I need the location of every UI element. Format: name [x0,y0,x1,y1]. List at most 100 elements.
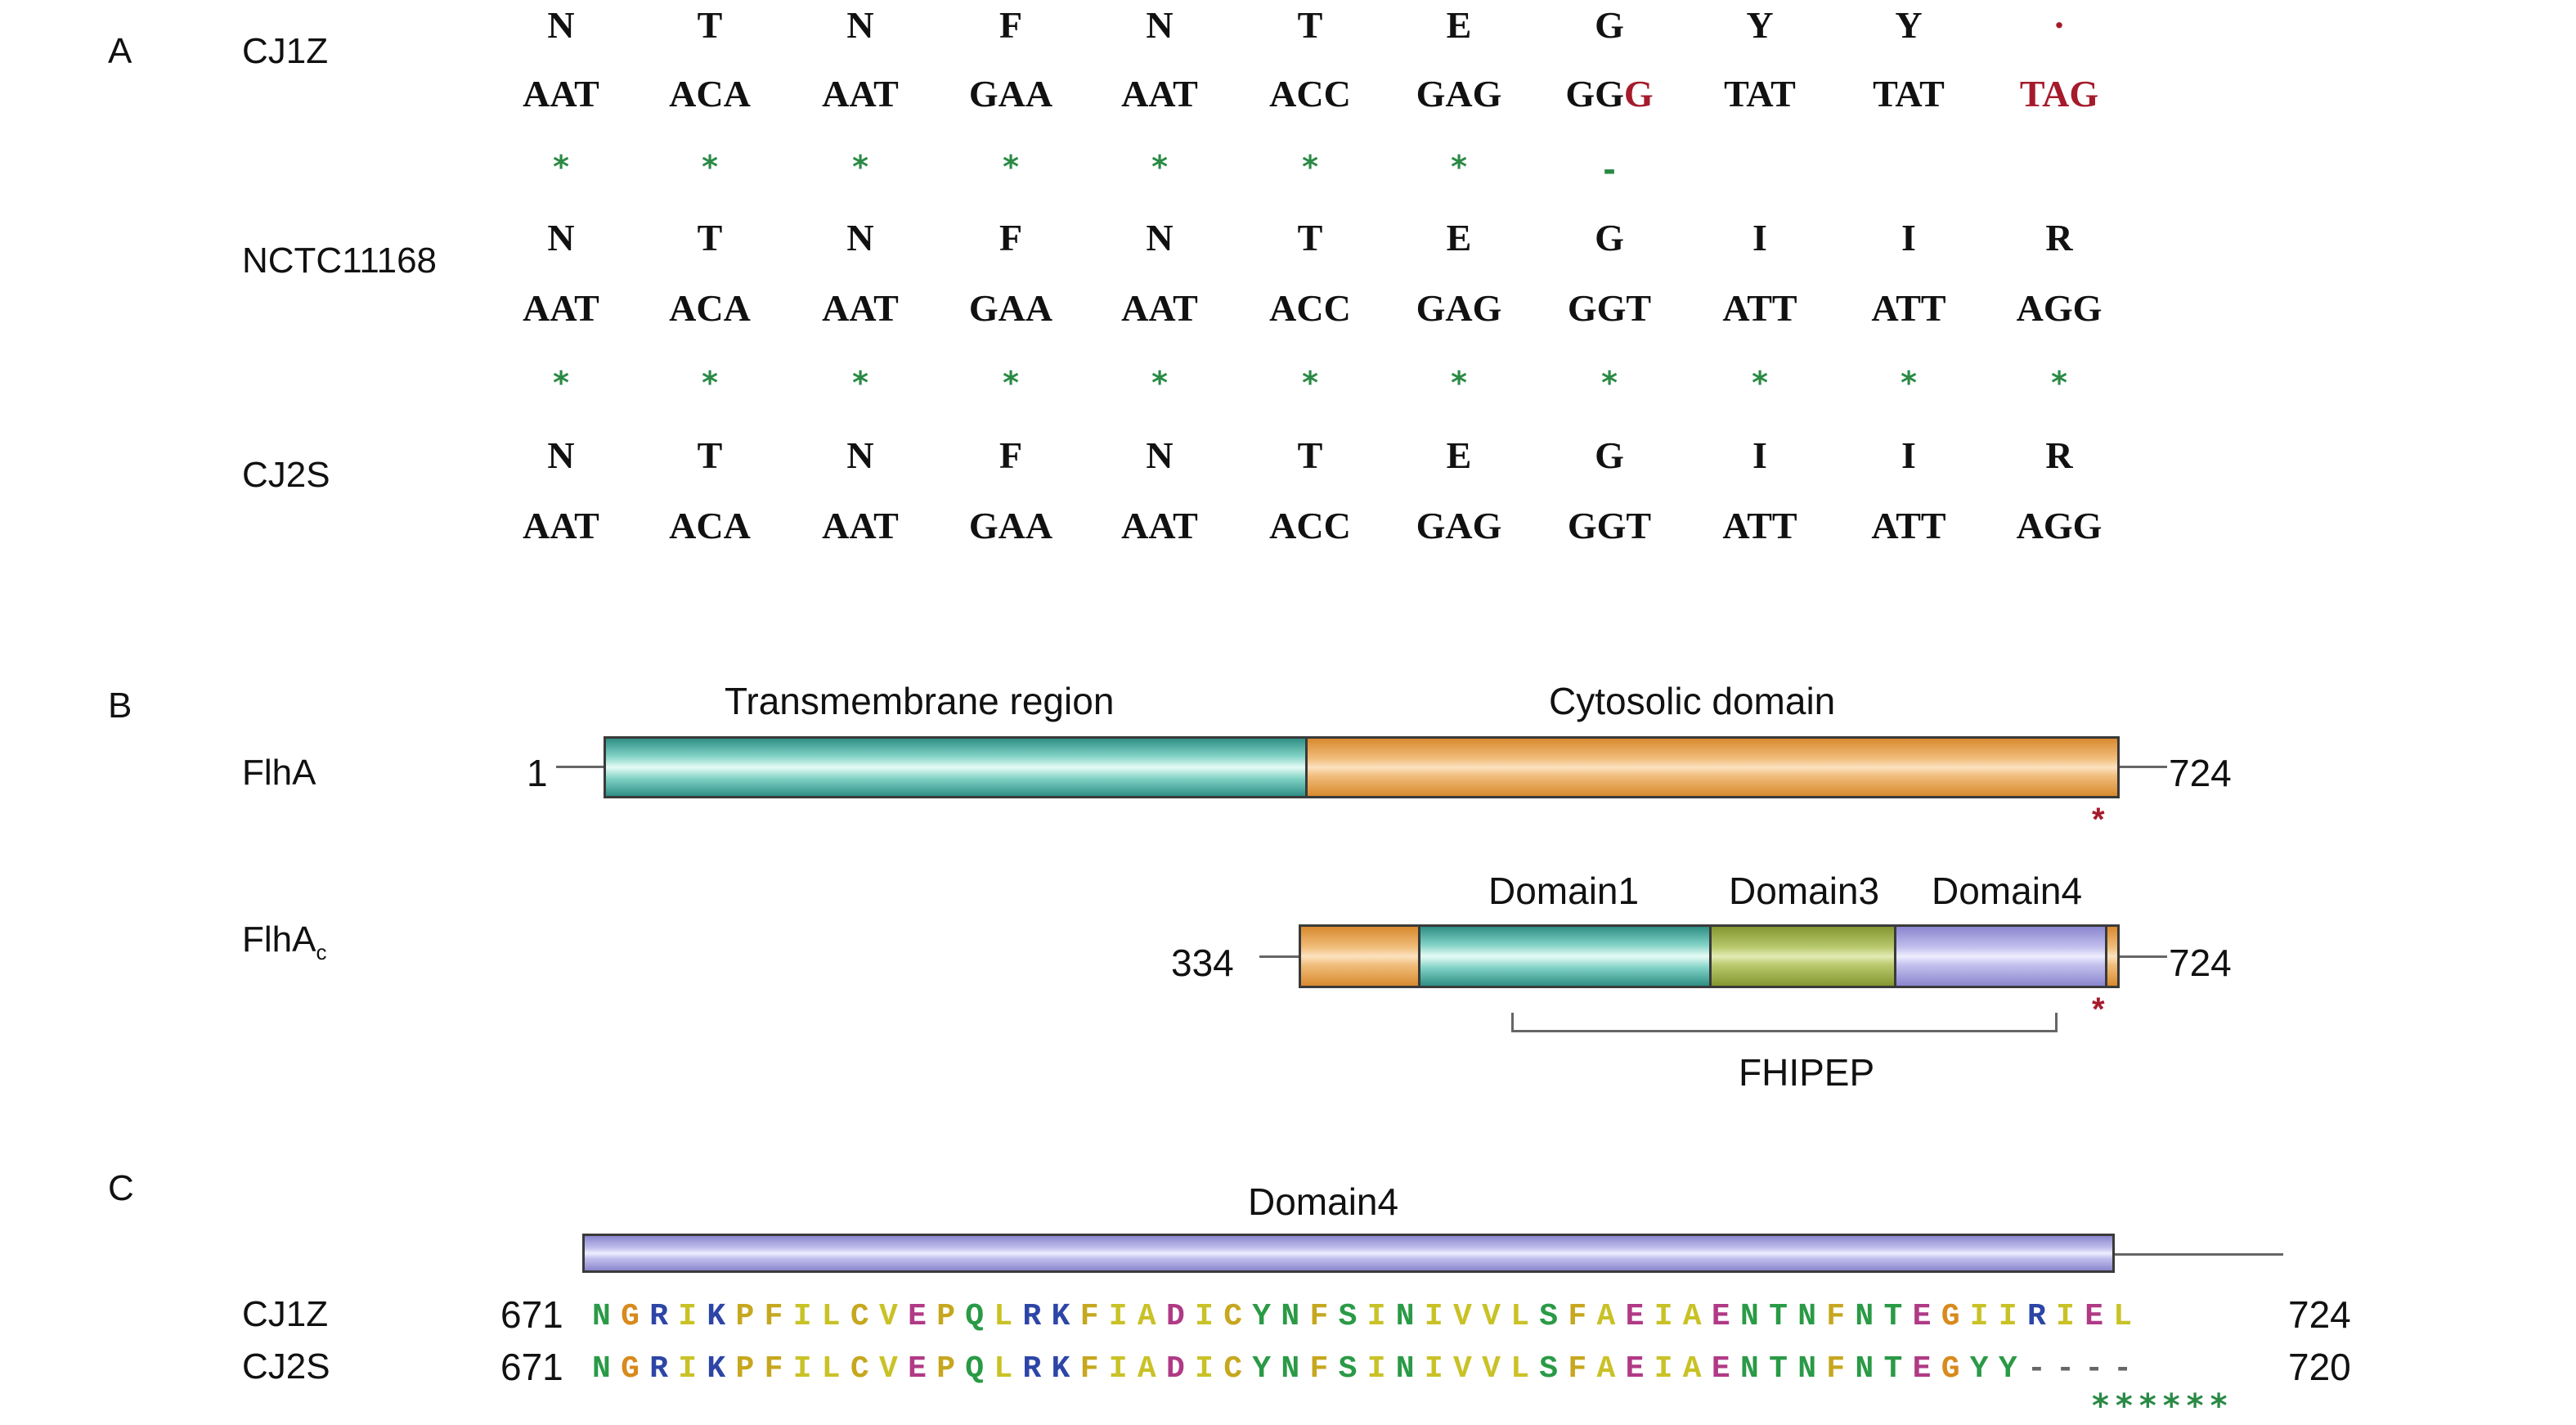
flhac-right-tail [2120,955,2167,958]
residue: V [1453,1351,1472,1387]
codon: GGT [1544,286,1675,330]
residue: K [1051,1351,1070,1387]
strain-label-cj1z: CJ1Z [242,31,329,71]
codon-base: ATT [1871,505,1946,546]
codon-base: AAT [1121,505,1198,546]
fhipep-bracket [1511,1013,2058,1032]
residue: Y [1252,1299,1272,1334]
residue: V [1482,1299,1501,1334]
codon: ATT [1843,286,1974,330]
residue: N [1281,1351,1300,1387]
amino-acid: E [1446,434,1472,476]
residue: I [1998,1299,2017,1334]
match-mark: * [553,149,569,185]
codon-base: AGG [2016,287,2103,329]
residue: F [1079,1299,1099,1334]
residue: I [1424,1351,1443,1387]
residue: P [936,1299,955,1334]
codon: GGG [1544,72,1675,115]
match-mark: * [1451,149,1467,185]
residue: N [1855,1351,1874,1387]
fhipep-label: FHIPEP [1739,1051,1875,1094]
residue: N [1395,1351,1415,1387]
residue: N [1740,1351,1759,1387]
codon: AAT [496,286,626,330]
residue: I [1108,1351,1128,1387]
panel-b-label: B [108,686,132,726]
flhac-cytosolic-segment [1299,924,1421,988]
residue: F [1079,1351,1099,1387]
residue: Y [1969,1351,1989,1387]
residue: F [1826,1351,1846,1387]
amino-acid: R [2045,217,2073,258]
residue: K [707,1351,726,1387]
residue: A [1596,1299,1616,1334]
residue: G [621,1299,640,1334]
residue: V [1453,1299,1472,1334]
codon-base: ACC [1269,287,1351,329]
flhac-start: 334 [1171,942,1234,984]
codon: ACA [644,72,775,115]
codon: GAG [1393,504,1524,547]
residue: G [1941,1299,1960,1334]
codon-base: GAG [1416,73,1502,115]
codon: GAG [1393,72,1524,115]
codon-base: GAG [1416,287,1502,329]
residue: I [1367,1299,1386,1334]
residue: D [1166,1299,1185,1334]
residue: T [1769,1299,1788,1334]
codon: AAT [496,504,626,547]
residue: R [1022,1351,1042,1387]
codon: ACA [644,286,775,330]
codon: AGG [1994,504,2125,547]
panel-c-label: C [108,1168,134,1208]
seq-row-start-cj2s: 671 [500,1346,563,1388]
match-mark: * [1601,365,1618,401]
codon: AAT [1094,504,1225,547]
residue: N [592,1299,611,1334]
match-mark: * [702,149,718,185]
flhac-stop-mark: * [2092,991,2105,1027]
amino-acid: I [1752,217,1767,258]
codon: AAT [496,72,626,115]
codon-base: ACA [669,287,751,329]
amino-acid: E [1446,217,1472,258]
flhac-end: 724 [2169,942,2232,984]
codon-base: AAT [1121,287,1198,329]
codon: ACC [1245,504,1376,547]
strain-label-cj2s: CJ2S [242,455,330,495]
residue: V [879,1299,898,1334]
residue: K [707,1299,726,1334]
codon-base: ACA [669,505,751,546]
amino-acid: F [999,4,1023,46]
residue: R [2027,1299,2046,1334]
residue: F [1826,1299,1846,1334]
residue: - [2085,1351,2103,1387]
match-mark: * [553,365,569,401]
amino-acid: T [1297,4,1323,46]
amino-acid: G [1595,4,1624,46]
residue: L [1510,1351,1529,1387]
residue: F [764,1299,783,1334]
residue: N [1281,1299,1300,1334]
match-mark: * [1003,149,1019,185]
residue: I [1969,1299,1989,1334]
codon-base: GAG [1416,505,1502,546]
match-mark: * [1151,365,1168,401]
residue: N [1855,1299,1874,1334]
seq-row-end-cj2s: 720 [2288,1346,2351,1388]
domain3-label: Domain3 [1729,870,1880,912]
flhac-subscript: c [316,939,327,964]
codon-base: GAA [968,73,1053,115]
residue: N [1395,1299,1415,1334]
residue: Q [965,1299,985,1334]
flha-start: 1 [527,752,548,794]
residue: I [678,1351,698,1387]
codon: AGG [1994,286,2125,330]
residue: E [1711,1299,1730,1334]
codon-base: GAA [968,287,1053,329]
flha-right-tail [2120,766,2167,768]
residue: N [1797,1351,1816,1387]
residue: C [1223,1351,1242,1387]
